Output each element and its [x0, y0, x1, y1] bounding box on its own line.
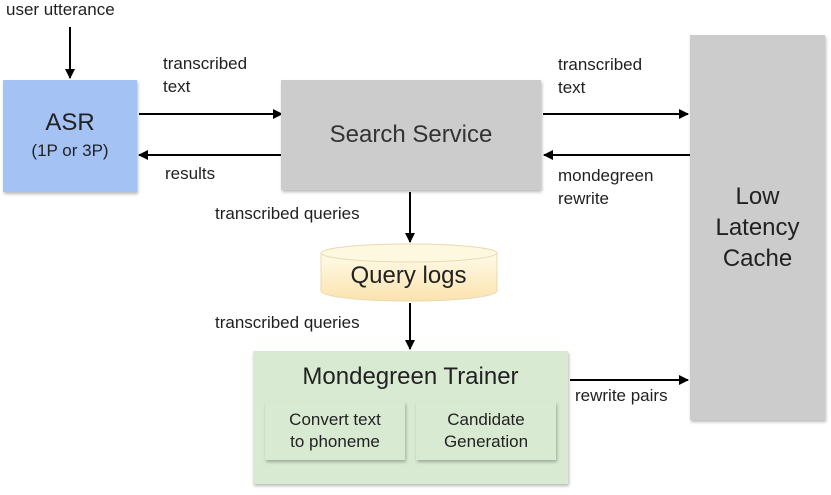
label-transcribed-text-right: transcribed text — [558, 55, 643, 97]
label-transcribed-queries-2: transcribed queries — [215, 313, 360, 332]
label-mondegreen-rewrite: mondegreen rewrite — [558, 166, 654, 208]
asr-subtitle: (1P or 3P) — [31, 141, 109, 160]
query-logs-title: Query logs — [350, 262, 467, 289]
label-transcribed-text-left: transcribed text — [163, 54, 248, 96]
asr-title: ASR — [45, 109, 95, 136]
label-rewrite-pairs: rewrite pairs — [575, 386, 668, 405]
cache-title: Low Latency Cache — [715, 183, 800, 272]
label-user-utterance: user utterance — [6, 0, 115, 19]
cylinder-top — [320, 243, 498, 263]
asr-node: ASR (1P or 3P) — [3, 80, 137, 192]
low-latency-cache-node: Low Latency Cache — [690, 35, 825, 420]
cylinder-body — [320, 253, 498, 302]
search-service-title: Search Service — [329, 121, 493, 148]
convert-text-to-phoneme-box: Convert text to phoneme — [265, 402, 405, 460]
search-service-node: Search Service — [281, 80, 541, 190]
query-logs-cylinder — [320, 243, 498, 302]
mondegreen-trainer-node: Mondegreen Trainer Convert text to phone… — [253, 351, 568, 484]
label-results: results — [165, 164, 216, 183]
candidate-generation-box: Candidate Generation — [416, 402, 556, 460]
trainer-title: Mondegreen Trainer — [302, 363, 519, 390]
label-transcribed-queries-1: transcribed queries — [215, 204, 360, 223]
